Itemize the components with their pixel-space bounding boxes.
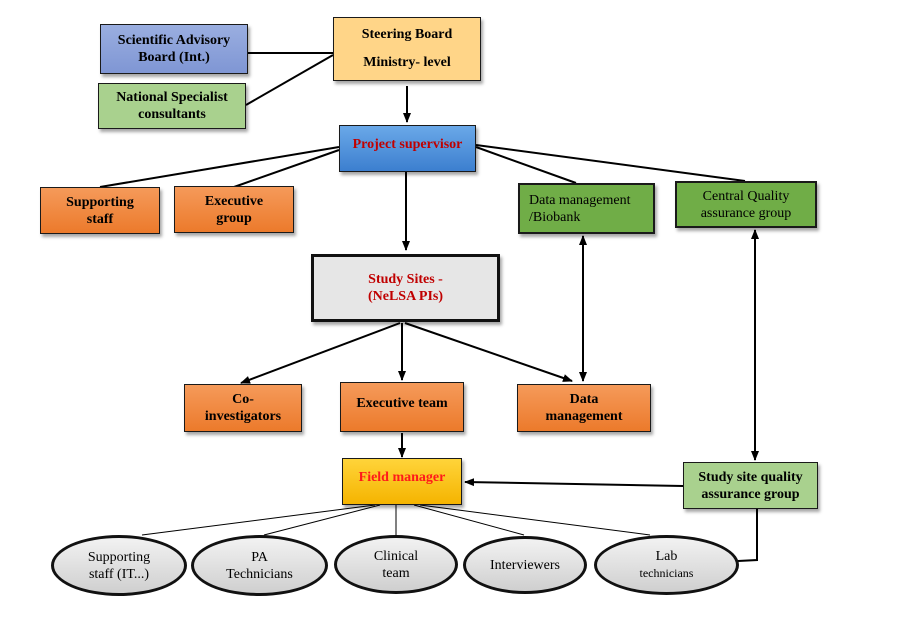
arrow-studysites-datamgmt: [404, 322, 573, 382]
box-label-line: National Specialist: [116, 90, 228, 105]
data-management-box[interactable]: Data management: [517, 384, 651, 432]
arrow-studysites-coinvestigators: [240, 322, 401, 384]
ellipse-label-line: technicians: [639, 566, 694, 580]
ellipse-label-line: Clinical: [373, 548, 419, 564]
study-site-quality-box[interactable]: Study site quality assurance group: [683, 462, 818, 509]
box-label-line: Central Quality: [702, 188, 790, 204]
box-label-line: Study site quality: [698, 469, 803, 485]
box-label-line: assurance group: [701, 486, 800, 502]
line-supervisor-central-quality: [475, 144, 746, 182]
line-supervisor-supporting: [99, 146, 340, 188]
pa-technicians-ellipse[interactable]: PA Technicians: [191, 535, 328, 596]
ellipse-label-line: Technicians: [226, 566, 293, 582]
box-label-line: Executive: [204, 193, 264, 209]
box-label-line: Co-: [232, 392, 254, 407]
box-label-line: Steering Board: [361, 27, 453, 42]
ellipse-label-line: Lab: [655, 549, 678, 564]
line-fm-supporting: [141, 504, 376, 536]
box-label-line: Board (Int.): [138, 50, 210, 65]
box-label-line: Field manager: [358, 470, 446, 485]
box-label-line: assurance group: [700, 205, 792, 221]
ellipse-label-line: staff (IT...): [88, 566, 150, 582]
box-label-line: Study Sites -: [368, 272, 443, 287]
box-label-line: Ministry- level: [363, 55, 451, 70]
supporting-staff-box[interactable]: Supporting staff: [40, 187, 160, 234]
ellipse-label-line: Supporting: [87, 549, 151, 565]
box-label-line: /Biobank: [529, 209, 581, 225]
line-fm-lab: [419, 504, 651, 536]
steering-board-box[interactable]: Steering Board Ministry- level: [333, 17, 481, 81]
box-label-line: Data management: [529, 192, 631, 208]
central-quality-box[interactable]: Central Quality assurance group: [675, 181, 817, 228]
clinical-team-ellipse[interactable]: Clinical team: [334, 535, 458, 594]
executive-group-box[interactable]: Executive group: [174, 186, 294, 233]
line-supervisor-executive-group: [233, 149, 340, 188]
box-label-line: management: [545, 409, 623, 424]
line-site-quality-lab: [737, 509, 758, 562]
box-label-line: group: [216, 210, 252, 226]
lab-technicians-ellipse[interactable]: Lab technicians: [594, 535, 739, 595]
co-investigators-box[interactable]: Co- investigators: [184, 384, 302, 432]
line-national-steering: [245, 54, 334, 106]
study-sites-box[interactable]: Study Sites - (NeLSA PIs): [311, 254, 500, 322]
arrow-site-quality-field-manager: [464, 478, 684, 487]
box-label-line: Data: [569, 392, 599, 407]
scientific-advisory-board-box[interactable]: Scientific Advisory Board (Int.): [100, 24, 248, 74]
ellipse-label-line: Interviewers: [490, 557, 560, 573]
ellipse-label-line: PA: [251, 549, 268, 565]
box-label-line: Supporting: [66, 194, 134, 210]
ellipse-label-line: team: [382, 565, 410, 581]
executive-team-box[interactable]: Executive team: [340, 382, 464, 432]
project-supervisor-box[interactable]: Project supervisor: [339, 125, 476, 172]
box-label-line: investigators: [204, 409, 282, 424]
box-label-line: (NeLSA PIs): [367, 289, 444, 304]
box-label-line: Executive team: [356, 396, 448, 411]
box-label-line: staff: [86, 211, 114, 227]
supporting-staff-it-ellipse[interactable]: Supporting staff (IT...): [51, 535, 187, 596]
interviewers-ellipse[interactable]: Interviewers: [463, 536, 587, 594]
box-label-line: Project supervisor: [352, 137, 463, 152]
line-fm-interviewers: [413, 504, 525, 536]
box-label-line: consultants: [138, 107, 206, 122]
data-management-biobank-box[interactable]: Data management /Biobank: [518, 183, 655, 234]
national-specialist-box[interactable]: National Specialist consultants: [98, 83, 246, 129]
field-manager-box[interactable]: Field manager: [342, 458, 462, 505]
line-supervisor-datamgmt-biobank: [475, 146, 577, 184]
line-fm-pa: [263, 504, 381, 536]
box-label-line: Scientific Advisory: [117, 33, 231, 48]
